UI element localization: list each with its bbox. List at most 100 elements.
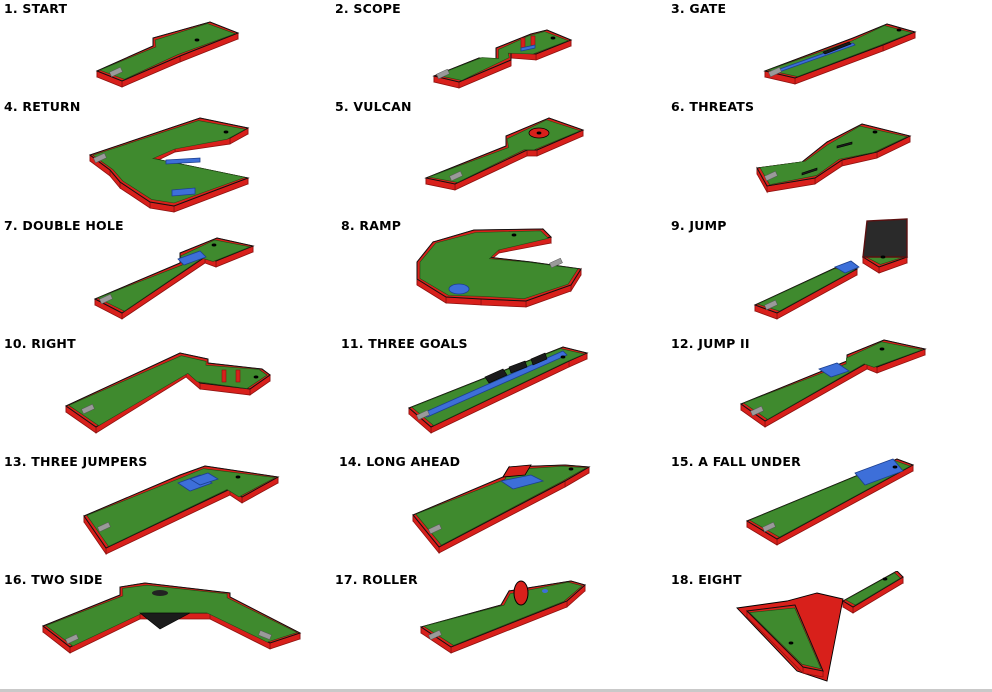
course-surface bbox=[424, 117, 585, 191]
pin-icon bbox=[221, 369, 227, 383]
hole-card-4: 4. RETURN bbox=[0, 98, 330, 216]
hole-illustration bbox=[763, 23, 917, 85]
ramp-icon bbox=[520, 44, 536, 52]
course-surface bbox=[763, 23, 917, 85]
cup-icon bbox=[536, 131, 542, 135]
course-surface bbox=[412, 464, 591, 555]
course-surface bbox=[416, 228, 582, 308]
hole-title: 8. RAMP bbox=[341, 218, 402, 233]
water-icon bbox=[177, 250, 207, 266]
hole-illustration bbox=[412, 464, 591, 555]
goal-icon bbox=[530, 352, 548, 366]
course-surface bbox=[753, 266, 859, 320]
hole-illustration bbox=[739, 339, 927, 428]
hole-card-13: 13. THREE JUMPERS bbox=[0, 453, 330, 571]
hole-title: 14. LONG AHEAD bbox=[339, 454, 461, 469]
hole-card-1: 1. START bbox=[0, 0, 330, 118]
pond-icon bbox=[448, 283, 470, 295]
hole-card-3: 3. GATE bbox=[667, 0, 992, 118]
cup-icon bbox=[511, 233, 517, 237]
roller-wheel-icon bbox=[513, 580, 529, 606]
hole-title: 15. A FALL UNDER bbox=[671, 454, 801, 469]
pin-icon bbox=[235, 369, 241, 383]
cup-icon bbox=[542, 589, 548, 593]
course-surface bbox=[842, 571, 904, 614]
hole-illustration bbox=[83, 465, 280, 556]
hole-illustration bbox=[753, 218, 909, 320]
tee-pad-icon bbox=[449, 170, 463, 182]
hole-card-9: 9. JUMP bbox=[667, 217, 992, 335]
hole-card-2: 2. SCOPE bbox=[331, 0, 661, 118]
tee-pad-icon bbox=[549, 257, 563, 269]
gate-icon bbox=[822, 41, 852, 55]
tee-pad-icon bbox=[99, 293, 113, 305]
tee-pad-icon bbox=[428, 523, 442, 535]
hole-title: 16. TWO SIDE bbox=[4, 572, 103, 587]
course-surface bbox=[83, 465, 280, 556]
cup-icon bbox=[879, 347, 885, 351]
hole-card-18: 18. EIGHT bbox=[667, 571, 992, 689]
hole-card-10: 10. RIGHT bbox=[0, 335, 330, 453]
hole-card-11: 11. THREE GOALS bbox=[331, 335, 661, 453]
drop-platform-icon bbox=[854, 458, 904, 486]
net-icon bbox=[862, 218, 908, 258]
hole-title: 6. THREATS bbox=[671, 99, 755, 114]
hole-illustration bbox=[424, 117, 585, 191]
hole-card-6: 6. THREATS bbox=[667, 98, 992, 216]
cup-icon bbox=[872, 130, 878, 134]
cup-icon bbox=[235, 475, 241, 479]
tee-pad-icon bbox=[97, 521, 111, 533]
hole-title: 18. EIGHT bbox=[671, 572, 742, 587]
hole-card-16: 16. TWO SIDE bbox=[0, 571, 330, 689]
hole-card-15: 15. A FALL UNDER bbox=[667, 453, 992, 571]
hole-title: 4. RETURN bbox=[4, 99, 81, 114]
hole-title: 1. START bbox=[4, 1, 68, 16]
tee-pad-icon bbox=[436, 68, 450, 80]
jumper-icon bbox=[189, 472, 219, 486]
tunnel-icon bbox=[502, 464, 532, 478]
jump-ramp-icon bbox=[834, 260, 860, 274]
hole-title: 7. DOUBLE HOLE bbox=[4, 218, 124, 233]
jump-ramp-icon bbox=[818, 362, 850, 378]
cup-icon bbox=[550, 36, 556, 40]
hole-illustration bbox=[416, 228, 582, 308]
cup-icon bbox=[882, 577, 888, 581]
hole-card-7: 7. DOUBLE HOLE bbox=[0, 217, 330, 335]
bottom-divider bbox=[0, 689, 992, 692]
cup-icon bbox=[568, 467, 574, 471]
tee-pad-icon bbox=[768, 66, 782, 78]
hole-illustration bbox=[93, 237, 255, 320]
tee-pad-icon bbox=[65, 633, 79, 645]
tee-pad-icon bbox=[109, 66, 123, 78]
hole-illustration bbox=[756, 123, 912, 194]
tee-pad-icon bbox=[93, 152, 107, 164]
cup-icon bbox=[892, 465, 898, 469]
cup-icon bbox=[788, 641, 794, 645]
course-surface bbox=[419, 580, 587, 654]
rail-icon bbox=[422, 350, 568, 418]
goal-icon bbox=[484, 368, 508, 384]
hole-illustration bbox=[65, 352, 271, 434]
hole-title: 2. SCOPE bbox=[335, 1, 401, 16]
hole-title: 3. GATE bbox=[671, 1, 727, 16]
ramp-icon bbox=[499, 474, 545, 490]
hole-illustration bbox=[95, 21, 240, 88]
course-surface bbox=[95, 21, 240, 88]
hazard-icon bbox=[836, 141, 853, 149]
hole-illustration bbox=[408, 346, 589, 434]
hole-illustration bbox=[736, 571, 904, 682]
course-surface bbox=[93, 237, 255, 320]
hole-card-14: 14. LONG AHEAD bbox=[331, 453, 661, 571]
hole-illustration bbox=[745, 458, 915, 546]
hole-card-5: 5. VULCAN bbox=[331, 98, 661, 216]
hole-title: 5. VULCAN bbox=[335, 99, 412, 114]
hole-title: 10. RIGHT bbox=[4, 336, 76, 351]
tee-pad-icon bbox=[764, 299, 778, 311]
tee-pad-icon bbox=[762, 521, 776, 533]
course-surface bbox=[739, 339, 927, 428]
hole-card-17: 17. ROLLER bbox=[331, 571, 661, 689]
goal-icon bbox=[508, 360, 528, 374]
hole-card-12: 12. JUMP II bbox=[667, 335, 992, 453]
cup-icon bbox=[253, 375, 259, 379]
